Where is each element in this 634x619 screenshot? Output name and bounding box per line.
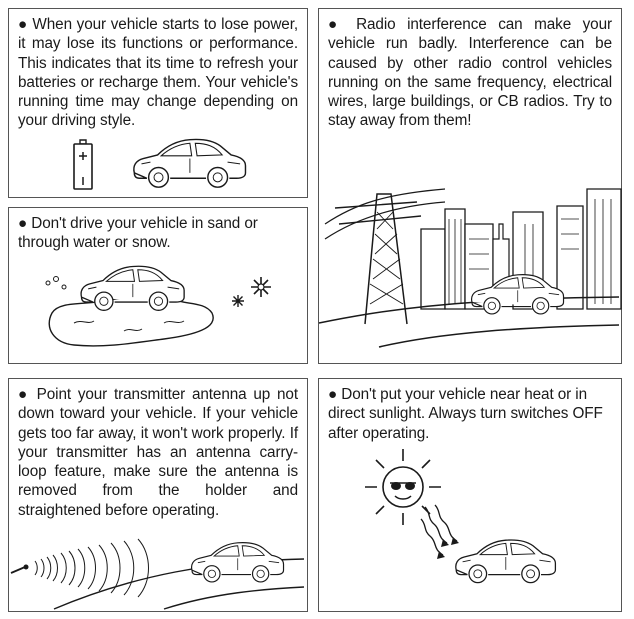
- radio-waves-icon: [11, 537, 191, 597]
- panel-battery-warning: ● When your vehicle starts to lose power…: [8, 8, 308, 198]
- water-puddle-icon: [34, 273, 224, 353]
- sun-with-sunglasses-icon: [365, 449, 441, 525]
- panel-antenna: ● Point your transmitter antenna up not …: [8, 378, 308, 612]
- radio-interference-text: ● Radio interference can make your vehic…: [328, 16, 612, 130]
- car-icon: [190, 542, 285, 583]
- car-icon: [470, 274, 565, 315]
- car-icon: [455, 539, 557, 584]
- panel-radio-interference: ● Radio interference can make your vehic…: [318, 8, 622, 364]
- sand-water-snow-text: ● Don't drive your vehicle in sand or th…: [18, 215, 258, 252]
- panel-heat-sunlight: ● Don't put your vehicle near heat or in…: [318, 378, 622, 612]
- battery-icon: [71, 139, 95, 191]
- car-icon: [133, 138, 247, 188]
- panel-sand-water-snow: ● Don't drive your vehicle in sand or th…: [8, 207, 308, 364]
- car-icon: [80, 265, 185, 312]
- heat-sunlight-text: ● Don't put your vehicle near heat or in…: [328, 386, 603, 442]
- antenna-text: ● Point your transmitter antenna up not …: [18, 386, 298, 519]
- power-tower-icon: [325, 184, 445, 324]
- snowflake-icon: [251, 277, 271, 297]
- heat-rays-icon: [421, 505, 459, 559]
- snowflake-icon: [232, 295, 244, 307]
- battery-warning-text: ● When your vehicle starts to lose power…: [18, 16, 298, 130]
